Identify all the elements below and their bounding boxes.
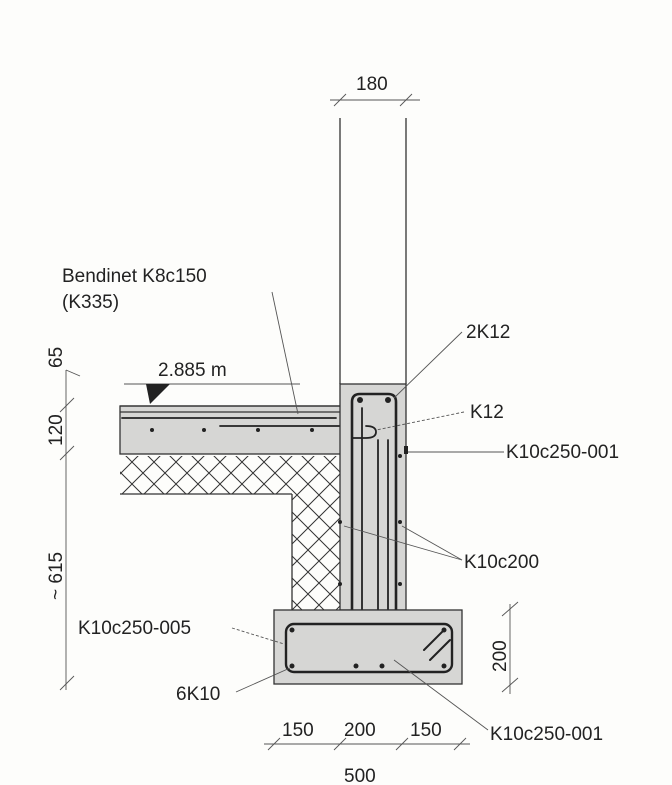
label-footing-stirrup: K10c250-001 (393, 659, 603, 745)
label-footing-bars: 6K10 (176, 667, 291, 705)
label-top-bars: 2K12 (393, 322, 510, 399)
dim-footing-height: 200 (490, 601, 519, 694)
label-hook-bar: K12 (375, 402, 504, 431)
level-label: 2.885 m (158, 360, 227, 381)
dim-200-mid-label: 200 (344, 720, 376, 741)
upper-wall (339, 118, 407, 384)
slab-rebar-label: Bendinet K8c150 (62, 266, 207, 287)
level-marker: 2.885 m (124, 360, 300, 404)
dim-65-label: 65 (46, 347, 67, 368)
dim-200-label: 200 (490, 640, 511, 672)
wall-vertical-label: K10c200 (464, 552, 539, 573)
dim-120-label: 120 (46, 414, 67, 446)
dim-wall-top: 180 (330, 74, 420, 107)
hook-bar-label: K12 (470, 402, 504, 423)
insulation (120, 456, 340, 610)
footing (273, 609, 463, 685)
top-bars-label: 2K12 (466, 322, 510, 343)
footing-stirrup-label: K10c250-001 (490, 724, 603, 745)
label-stirrup-wall: K10c250-001 (408, 442, 619, 463)
dim-bottom: 150 200 150 500 (264, 720, 470, 785)
footing-bars-label: 6K10 (176, 684, 220, 705)
label-footing-bottom: K10c250-005 (78, 618, 285, 645)
label-wall-vertical: K10c200 (343, 525, 539, 573)
stirrup-wall-label: K10c250-001 (506, 442, 619, 463)
dim-180-label: 180 (356, 74, 388, 95)
label-slab-rebar: Bendinet K8c150 (K335) (62, 266, 299, 415)
dim-150-right-label: 150 (410, 720, 442, 741)
dim-left-vertical: 65 120 ~ 615 (46, 347, 81, 691)
dim-615-label: ~ 615 (46, 552, 67, 600)
footing-bottom-label: K10c250-005 (78, 618, 191, 639)
floor-slab (119, 405, 369, 455)
slab-rebar-sub-label: (K335) (62, 292, 119, 313)
dim-150-left-label: 150 (282, 720, 314, 741)
dim-500-label: 500 (344, 766, 376, 785)
